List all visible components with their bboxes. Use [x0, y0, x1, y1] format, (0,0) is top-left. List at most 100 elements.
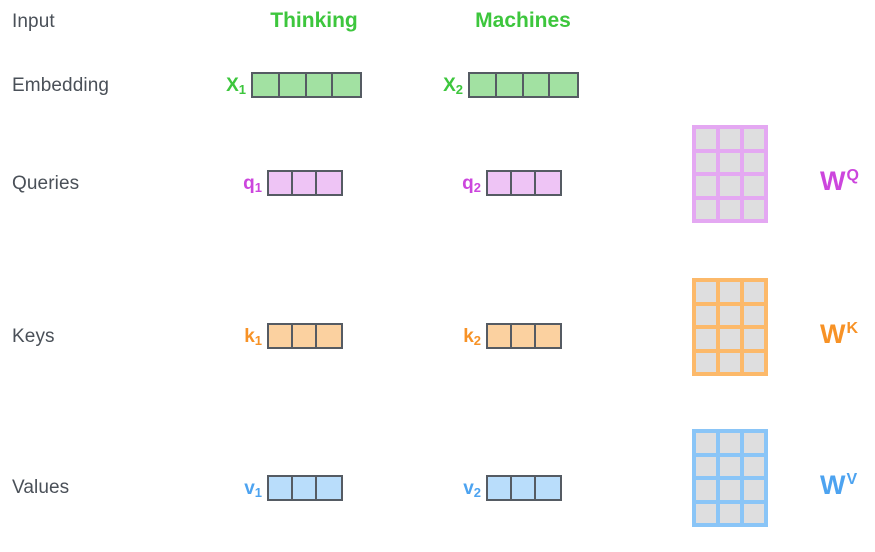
value-v1-cell — [293, 477, 317, 499]
vector-tag-x1-base: X — [226, 75, 239, 96]
weight-matrix-wv — [692, 429, 768, 527]
vector-tag-q1-sub: 1 — [254, 180, 262, 195]
weight-matrix-wq-cell — [696, 199, 716, 219]
vector-tag-k2: k2 — [463, 326, 485, 348]
weight-matrix-wv-cell — [720, 480, 740, 500]
embedding-x2-cell — [550, 74, 577, 96]
weight-matrix-wq-cell — [720, 199, 740, 219]
weight-matrix-wq-cell — [744, 129, 764, 149]
weight-matrix-wk-cell — [720, 352, 740, 372]
key-vector-k1 — [267, 323, 343, 349]
weight-matrix-wv-cell — [744, 503, 764, 523]
row-label-embedding: Embedding — [12, 75, 110, 96]
vector-tag-x1: X1 — [226, 75, 250, 97]
vector-tag-q1: q1 — [243, 173, 266, 195]
weight-matrix-wk-cell — [696, 329, 716, 349]
embedding-vector-x2 — [468, 72, 579, 98]
weight-matrix-wk-cell — [744, 305, 764, 325]
weight-label-wq-sup: Q — [846, 167, 859, 184]
row-label-values: Values — [12, 477, 70, 498]
vector-tag-v1-sub: 1 — [254, 485, 262, 500]
weight-matrix-wv-cell — [744, 480, 764, 500]
embedding-x2-cell — [470, 74, 497, 96]
query-vector-q2 — [486, 170, 562, 196]
vector-tag-v2-base: v — [463, 478, 474, 499]
weight-label-wk-sup: K — [846, 320, 859, 337]
weight-matrix-wk-cell — [744, 329, 764, 349]
weight-matrix-wv-cell — [744, 456, 764, 476]
value-v2-cell — [536, 477, 560, 499]
embedding-x1-cell — [333, 74, 360, 96]
vector-tag-v1: v1 — [244, 478, 266, 500]
vector-tag-x1-sub: 1 — [238, 82, 246, 97]
key-k2-cell — [512, 325, 536, 347]
key-k1-cell — [293, 325, 317, 347]
weight-matrix-wq-cell — [720, 129, 740, 149]
value-v1-cell — [269, 477, 293, 499]
query-q1-cell — [269, 172, 293, 194]
row-label-queries: Queries — [12, 173, 80, 194]
weight-matrix-wv-cell — [696, 433, 716, 453]
vector-tag-x2-sub: 2 — [455, 82, 463, 97]
query-q1-cell — [293, 172, 317, 194]
query-vector-q1 — [267, 170, 343, 196]
value-vector-v1 — [267, 475, 343, 501]
weight-matrix-wk-cell — [720, 329, 740, 349]
weight-matrix-wk-cell — [744, 282, 764, 302]
weight-matrix-wv-cell — [744, 433, 764, 453]
weight-matrix-wv-cell — [720, 433, 740, 453]
vector-tag-x2-base: X — [443, 75, 456, 96]
weight-matrix-wk-cell — [720, 282, 740, 302]
weight-matrix-wv-cell — [720, 456, 740, 476]
embedding-x1-cell — [279, 74, 307, 96]
weight-matrix-wq-cell — [720, 176, 740, 196]
weight-matrix-wq-cell — [696, 176, 716, 196]
weight-matrix-wk-cell — [744, 352, 764, 372]
weight-matrix-wq-cell — [744, 152, 764, 172]
vector-tag-q1-base: q — [243, 173, 255, 194]
weight-matrix-wv-cell — [720, 503, 740, 523]
embedding-x2-cell — [523, 74, 551, 96]
query-q2-cell — [512, 172, 536, 194]
weight-matrix-wk-cell — [696, 305, 716, 325]
embedding-x1-cell — [253, 74, 280, 96]
vector-tag-q2-base: q — [462, 173, 474, 194]
vector-tag-q2-sub: 2 — [473, 180, 481, 195]
key-k2-cell — [536, 325, 560, 347]
query-q2-cell — [536, 172, 560, 194]
word-header-machines: Machines — [475, 9, 571, 32]
weight-matrix-wk-cell — [696, 282, 716, 302]
value-vector-v2 — [486, 475, 562, 501]
row-label-keys: Keys — [12, 326, 55, 347]
query-q2-cell — [488, 172, 512, 194]
weight-matrix-wq-cell — [744, 199, 764, 219]
embedding-vector-x1 — [251, 72, 362, 98]
value-v2-cell — [512, 477, 536, 499]
weight-matrix-wq-cell — [696, 129, 716, 149]
weight-label-wk: WK — [820, 319, 859, 349]
weight-matrix-wk — [692, 278, 768, 376]
query-q1-cell — [317, 172, 341, 194]
key-k1-cell — [317, 325, 341, 347]
weight-label-wv-base: W — [820, 470, 846, 500]
weight-label-wk-base: W — [820, 319, 846, 349]
vector-tag-k1-sub: 1 — [254, 333, 262, 348]
vector-tag-v1-base: v — [244, 478, 255, 499]
vector-tag-v2-sub: 2 — [473, 485, 481, 500]
row-label-input: Input — [12, 11, 55, 32]
vector-tag-k1-base: k — [244, 326, 255, 347]
vector-tag-x2: X2 — [443, 75, 467, 97]
weight-label-wq: WQ — [820, 166, 859, 196]
embedding-x1-cell — [306, 74, 334, 96]
value-v2-cell — [488, 477, 512, 499]
weight-label-wq-base: W — [820, 166, 846, 196]
weight-matrix-wq-cell — [720, 152, 740, 172]
weight-label-wv-sup: V — [846, 471, 858, 488]
vector-tag-q2: q2 — [462, 173, 485, 195]
weight-matrix-wv-cell — [696, 456, 716, 476]
weight-matrix-wq-cell — [696, 152, 716, 172]
value-v1-cell — [317, 477, 341, 499]
weight-matrix-wq — [692, 125, 768, 223]
weight-matrix-wq-cell — [744, 176, 764, 196]
